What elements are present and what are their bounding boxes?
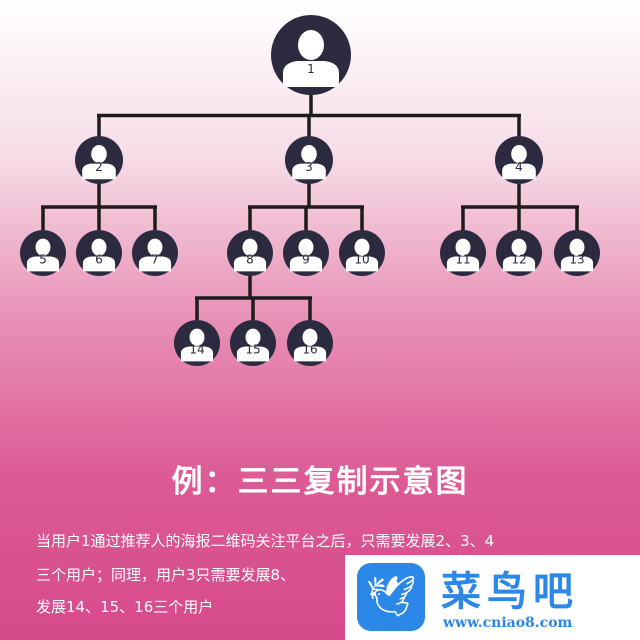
diagram-title: 例：三三复制示意图 bbox=[171, 464, 469, 500]
node-label: 3 bbox=[305, 160, 313, 174]
user-avatar-icon bbox=[502, 144, 536, 180]
user-avatar-icon bbox=[345, 238, 379, 272]
user-avatar-icon bbox=[502, 238, 536, 272]
user-avatar-icon bbox=[446, 238, 480, 272]
node-label: 1 bbox=[307, 62, 315, 76]
watermark-name: 菜鸟吧 bbox=[441, 568, 579, 615]
watermark-url: www.cniao8.com bbox=[443, 615, 573, 631]
node-label: 15 bbox=[245, 342, 260, 356]
watermark: 🕊 菜鸟吧 www.cniao8.com bbox=[345, 555, 640, 640]
node-label: 7 bbox=[151, 252, 159, 266]
node-label: 2 bbox=[95, 160, 103, 174]
user-avatar-icon bbox=[289, 238, 323, 272]
user-avatar-icon bbox=[293, 328, 327, 362]
description-line-2: 三个用户；同理，用户3只需要发展8、 bbox=[36, 566, 296, 584]
description-line-1: 当用户1通过推荐人的海报二维码关注平台之后，只需要发展2、3、4 bbox=[36, 532, 495, 550]
node-label: 10 bbox=[354, 252, 369, 266]
user-avatar-icon bbox=[283, 30, 339, 87]
user-avatar-icon bbox=[560, 238, 594, 272]
user-avatar-icon bbox=[292, 144, 326, 180]
node-label: 16 bbox=[302, 342, 317, 356]
node-label: 14 bbox=[189, 342, 204, 356]
node-label: 12 bbox=[511, 252, 526, 266]
node-label: 4 bbox=[515, 160, 523, 174]
node-label: 6 bbox=[95, 252, 103, 266]
node-label: 8 bbox=[246, 252, 254, 266]
node-label: 9 bbox=[302, 252, 310, 266]
node-label: 5 bbox=[39, 252, 47, 266]
user-avatar-icon bbox=[236, 328, 270, 362]
user-avatar-icon bbox=[82, 145, 116, 180]
description-line-3: 发展14、15、16三个用户 bbox=[36, 598, 214, 616]
node-label: 11 bbox=[455, 252, 470, 266]
user-avatar-icon bbox=[82, 238, 116, 272]
user-avatar-icon bbox=[26, 238, 60, 272]
user-avatar-icon bbox=[180, 328, 214, 362]
user-avatar-icon bbox=[233, 238, 267, 272]
node-label: 13 bbox=[569, 252, 584, 266]
user-avatar-icon bbox=[138, 238, 172, 272]
bird-logo-icon: 🕊 bbox=[357, 563, 425, 631]
